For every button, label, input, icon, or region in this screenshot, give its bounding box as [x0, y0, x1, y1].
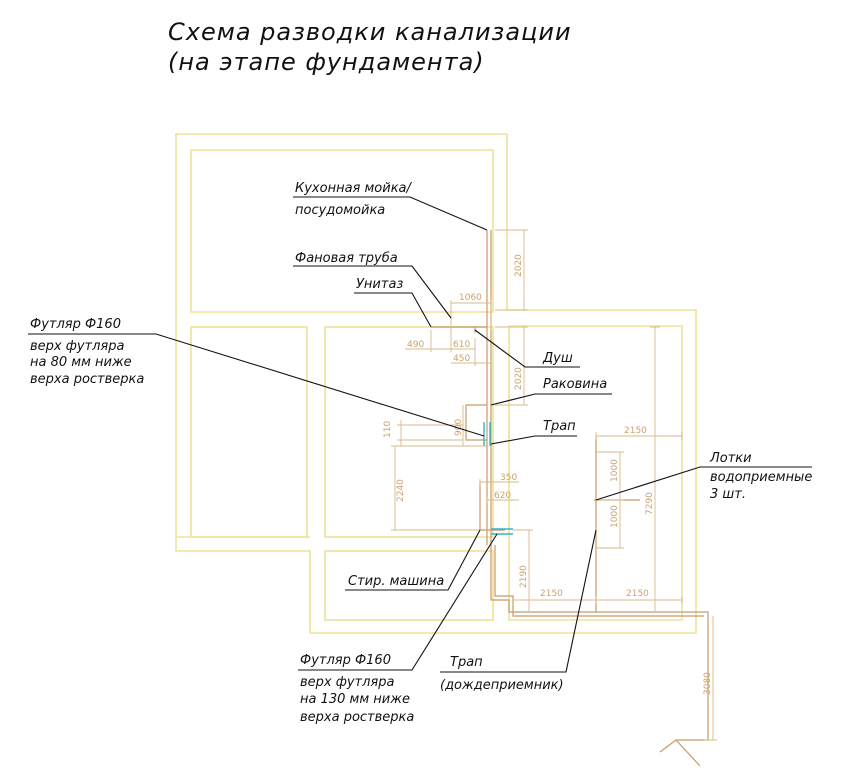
dim-2240: 2240: [396, 479, 406, 502]
label-rain-drain-1: Трап: [450, 655, 483, 670]
sleeve-1: [483, 422, 491, 446]
leader-fan-pipe: [293, 265, 452, 319]
leader-toilet: [354, 292, 432, 328]
leader-sleeve2: [298, 533, 498, 671]
label-sleeve1-line2: на 80 мм ниже: [30, 355, 132, 370]
outer-wall-outline: [175, 133, 697, 634]
dim-1000-b: 1000: [610, 505, 620, 528]
leader-lines: [28, 196, 812, 673]
label-kitchen-sink-2: посудомойка: [295, 203, 385, 218]
toilet-branch: [431, 326, 476, 333]
dim-350: 350: [500, 473, 517, 483]
dim-3080: 3080: [703, 672, 713, 695]
leader-washbasin: [490, 393, 612, 406]
label-trays-1: Лотки: [709, 451, 752, 466]
room-right: [508, 325, 683, 621]
label-fan-pipe: Фановая труба: [295, 251, 398, 266]
inner-wall-outline: [190, 149, 494, 313]
label-trays-3: 3 шт.: [710, 487, 746, 502]
label-trays-2: водоприемные: [710, 470, 812, 485]
room-left: [190, 326, 308, 538]
leader-rain-drain: [440, 529, 597, 673]
label-toilet: Унитаз: [356, 277, 403, 292]
dim-610: 610: [453, 340, 470, 350]
yard-outlet: [659, 739, 708, 767]
dim-110: 110: [383, 421, 393, 438]
label-sleeve1-title: Футляр Ф160: [30, 317, 121, 332]
label-sleeve2-line3: верха ростверка: [300, 710, 414, 725]
sleeve-2: [491, 528, 513, 535]
label-rain-drain-2: (дождеприемник): [440, 678, 564, 693]
dim-2020-top: 2020: [514, 254, 524, 277]
label-washer: Стир. машина: [348, 574, 444, 589]
label-sleeve1-line1: верх футляра: [30, 339, 124, 354]
dim-2150-top: 2150: [624, 426, 647, 436]
foundation-walls: [175, 133, 697, 634]
label-shower: Душ: [542, 351, 573, 366]
dim-2190: 2190: [519, 565, 529, 588]
label-kitchen-sink-1: Кухонная мойка/: [295, 181, 413, 196]
dim-620: 620: [494, 491, 511, 501]
dim-1000-a: 1000: [610, 459, 620, 482]
leader-sleeve1: [28, 333, 485, 437]
room-center: [324, 326, 494, 538]
leader-washer: [345, 529, 481, 591]
exit-pipe: [490, 545, 709, 740]
sleeves: [483, 422, 513, 535]
label-sleeve1-line3: верха ростверка: [30, 372, 144, 387]
dim-2020-mid: 2020: [514, 367, 524, 390]
dim-1060: 1060: [459, 293, 482, 303]
label-drain: Трап: [543, 419, 576, 434]
label-washbasin: Раковина: [543, 377, 607, 392]
leader-kitchen: [293, 196, 488, 231]
exit-pipe-2: [494, 545, 704, 617]
leader-trays: [595, 466, 812, 501]
dimension-lines: [391, 229, 717, 741]
label-sleeve2-title: Футляр Ф160: [300, 653, 391, 668]
label-sleeve2-line2: на 130 мм ниже: [300, 692, 410, 707]
dim-490: 490: [407, 340, 424, 350]
dim-2150-a: 2150: [540, 589, 563, 599]
title-line-2: (на этапе фундамента): [168, 48, 485, 76]
dim-7290: 7290: [645, 492, 655, 515]
title-line-1: Схема разводки канализации: [168, 18, 572, 46]
drain-branch: [465, 405, 487, 441]
leader-drain: [490, 435, 577, 445]
dimension-texts: 2020 1060 490 610 450 2020 110 900 2240 …: [383, 254, 713, 695]
labels: Кухонная мойка/ посудомойка Фановая труб…: [30, 181, 812, 725]
room-laundry: [324, 550, 494, 621]
label-sleeve2-line1: верх футляра: [300, 675, 394, 690]
dim-900: 900: [454, 419, 464, 436]
dim-2150-b: 2150: [626, 589, 649, 599]
leader-shower: [474, 329, 580, 368]
dim-450: 450: [453, 354, 470, 364]
